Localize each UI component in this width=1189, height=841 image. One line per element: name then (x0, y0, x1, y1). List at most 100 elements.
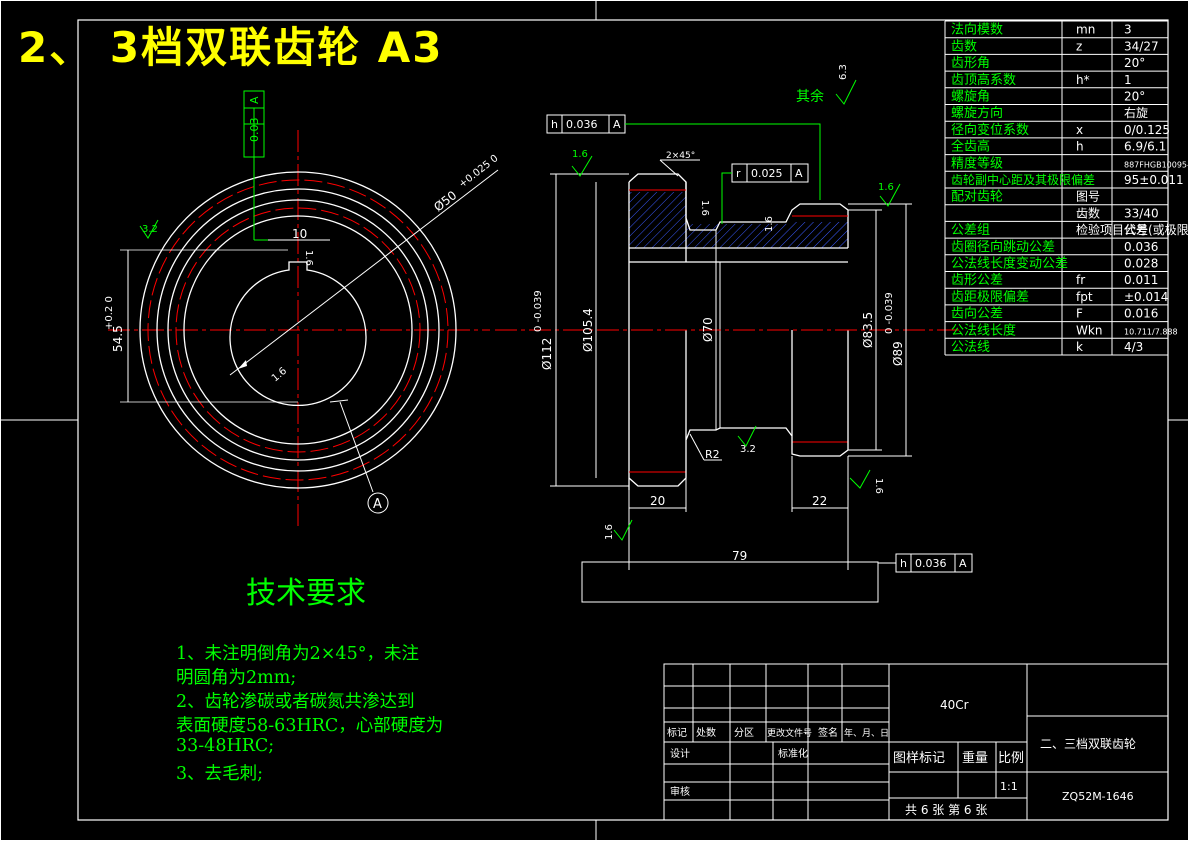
runout-frame-value: 0.03 (248, 118, 261, 143)
param-name: 齿顶高系数 (951, 72, 1016, 88)
roughness-bottom-left: 1.6 (604, 524, 615, 540)
param-name: 法向模数 (951, 22, 1003, 38)
param-symbol: h* (1076, 73, 1090, 87)
key-depth-tol: +0.2 0 (104, 296, 115, 330)
section-top-outline (628, 173, 849, 248)
param-name: 公法线 (951, 340, 990, 355)
param-value: ±0.014 (1124, 290, 1168, 304)
param-value: 0.028 (1124, 257, 1158, 271)
param-value: 公差(或极限偏差)值 (1124, 222, 1189, 237)
detail-leader (339, 401, 374, 493)
roughness-bore: 1.6 (270, 366, 289, 385)
param-symbol: fr (1076, 273, 1085, 287)
param-name: 螺旋方向 (951, 105, 1003, 121)
roughness-groove: 1.6 (699, 200, 710, 216)
param-name: 齿形公差 (951, 273, 1003, 288)
gear-section-view: Ø112 0 -0.039 Ø105.4 Ø70 Ø83.5 Ø89 0 -0.… (495, 64, 973, 603)
sheet-count: 共 6 张 第 6 张 (905, 803, 987, 817)
label-date: 年、月、日 (844, 727, 889, 739)
runout-r-datum: A (795, 167, 803, 180)
runout-h-datum: A (613, 118, 621, 131)
runout-h-bottom-symbol: h (900, 557, 907, 570)
dia-89: Ø89 (891, 341, 905, 366)
roughness-keyway: 1.6 (303, 250, 314, 266)
tip-circle (139, 171, 457, 489)
label-fenqu: 分区 (734, 727, 754, 739)
param-name: 精度等级 (951, 155, 1003, 171)
tech-req-line: 2、齿轮渗碳或者碳氮共渗达到 (176, 692, 415, 712)
roughness-face-left: 1.6 (572, 149, 588, 160)
tech-req-heading: 技术要求 (246, 576, 366, 611)
param-symbol: Wkn (1076, 323, 1102, 337)
diameter-leader (229, 169, 499, 376)
second-tip-circle (167, 199, 429, 461)
scale-label: 比例 (998, 751, 1024, 766)
root-circle (156, 188, 440, 472)
tech-req-line: 表面硬度58-63HRC，心部硬度为 (176, 716, 444, 736)
hatch-small-gear (792, 222, 848, 248)
param-name: 螺旋角 (951, 90, 990, 105)
detail-circle (367, 492, 389, 514)
param-name: 配对齿轮 (951, 190, 1003, 205)
param-symbol: 齿数 (1076, 205, 1100, 220)
weight-label: 重量 (962, 750, 988, 766)
param-name: 公法线长度变动公差 (951, 256, 1068, 272)
drawing-number: ZQ52M-1646 (1062, 790, 1134, 803)
param-symbol: h (1076, 140, 1084, 154)
part-name: 二、三档双联齿轮 (1040, 737, 1136, 751)
width-22: 22 (812, 494, 827, 508)
dia-83: Ø83.5 (861, 312, 875, 348)
param-value: 0.036 (1124, 240, 1158, 254)
roughness-symbol (139, 219, 159, 239)
param-value: 10.711/7.888 (1124, 327, 1178, 336)
tech-req-line: 1、未注明倒角为2×45°，未注 (176, 644, 419, 664)
tech-req-line: 3、去毛刺; (176, 764, 264, 784)
param-value: 6.9/6.1 (1124, 140, 1166, 154)
runout-r-symbol: r (736, 167, 741, 180)
param-value: 20° (1124, 56, 1145, 70)
drawing-title: 2、 3档双联齿轮 A3 (18, 23, 444, 72)
param-symbol: 图号 (1076, 190, 1100, 204)
width-79: 79 (732, 549, 747, 563)
label-biaozhunhua: 标准化 (778, 747, 808, 760)
param-name: 公差组 (951, 223, 990, 238)
material: 40Cr (940, 698, 969, 712)
param-symbol: F (1076, 307, 1083, 321)
param-value: 887FHGB10095-88 (1124, 160, 1189, 169)
param-symbol: k (1076, 340, 1083, 354)
param-name: 径向变位系数 (951, 122, 1029, 138)
pitch-circle (147, 179, 449, 481)
param-name: 齿向公差 (951, 306, 1003, 322)
param-value: 3 (1124, 23, 1132, 37)
label-shenhe: 审核 (670, 785, 690, 798)
param-symbol: 检验项目代号 (1076, 222, 1148, 237)
runout-r-value: 0.025 (751, 167, 783, 180)
param-symbol: fpt (1076, 290, 1093, 304)
param-name: 齿轮副中心距及其极限偏差 (951, 172, 1095, 187)
label-biaoji: 标记 (667, 727, 687, 739)
title-block-text: 40Cr 二、三档双联齿轮 ZQ52M-1646 共 6 张 第 6 张 1:1… (667, 698, 1136, 817)
dia-112: Ø112 (540, 338, 554, 370)
general-roughness-value: 6.3 (838, 64, 849, 80)
param-value: 0.011 (1124, 273, 1158, 287)
label-chushu: 处数 (696, 726, 716, 739)
tech-req-line: 33-48HRC; (176, 736, 275, 756)
general-roughness-label: 其余 (796, 88, 824, 105)
param-value: 右旋 (1124, 105, 1148, 120)
tech-req-line: 明圆角为2mm; (176, 668, 297, 688)
section-bottom-outline (628, 330, 849, 487)
param-name: 全齿高 (951, 139, 990, 155)
runout-h-symbol: h (551, 118, 558, 131)
tuyang-label: 图样标记 (893, 751, 945, 766)
second-root-circle (183, 215, 413, 445)
runout-h-value: 0.036 (566, 118, 598, 131)
param-name: 齿距极限偏差 (951, 290, 1029, 305)
param-symbol: x (1076, 123, 1083, 137)
roughness-web: 1.6 (764, 216, 775, 232)
param-symbol: mn (1076, 23, 1095, 37)
roughness-hub: 3.2 (740, 444, 756, 455)
param-value: 95±0.011 (1124, 173, 1184, 187)
